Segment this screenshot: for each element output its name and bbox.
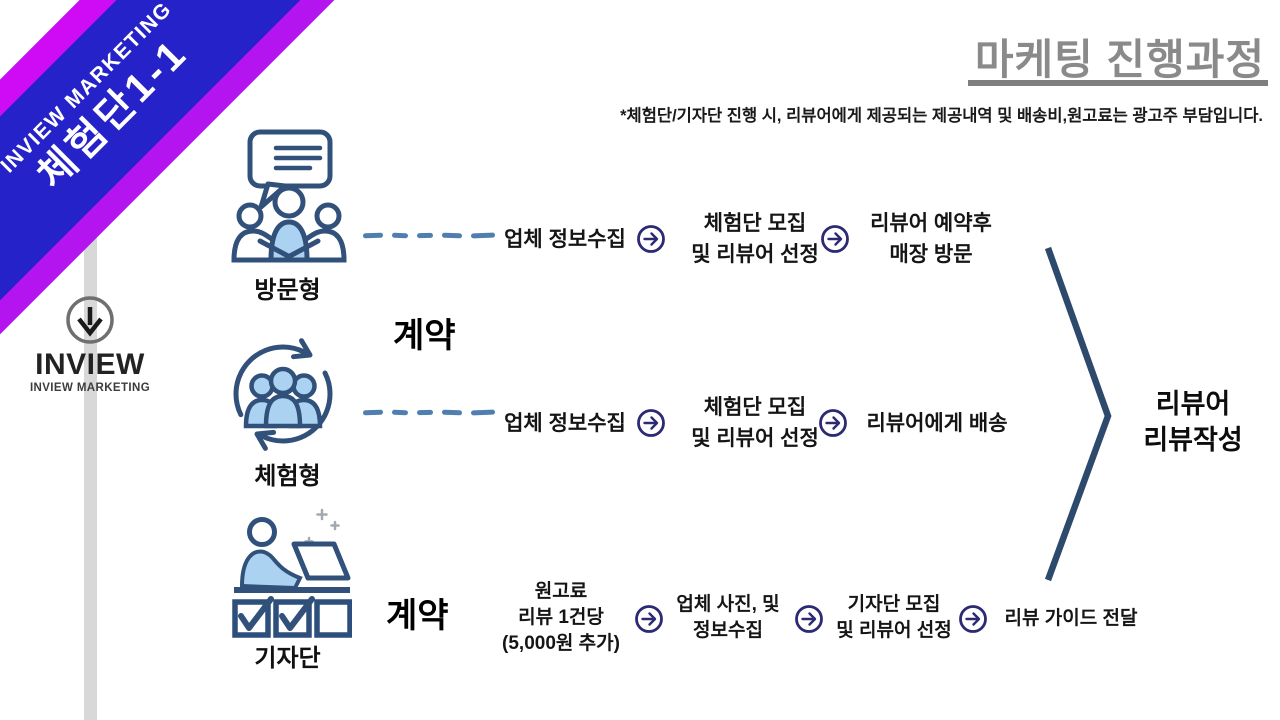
step-text: 리뷰어 예약후 매장 방문 [870, 212, 992, 266]
step-text: 업체 정보수집 [504, 412, 626, 435]
people-cycle-icon [224, 334, 342, 458]
logo-subtitle: INVIEW MARKETING [29, 382, 151, 394]
chevron-right-bracket [1040, 240, 1120, 588]
step-text: 리뷰어에게 배송 [866, 412, 1008, 435]
arrow-right-circle-icon [636, 408, 666, 438]
reporter-laptop-icon [232, 506, 352, 658]
row-label-press: 기자단 [254, 645, 321, 672]
step-text: 업체 사진, 및 정보수집 [676, 594, 780, 641]
arrow-right-circle-icon [820, 224, 850, 254]
step-text: 원고료 리뷰 1건당 (5,000원 추가) [502, 581, 620, 654]
connector-dashes-row1 [362, 232, 504, 239]
down-arrow-circle-icon [64, 294, 116, 346]
contract-label: 계약 [386, 597, 449, 635]
people-meeting-icon [228, 128, 350, 278]
row-label-visit: 방문형 [254, 277, 321, 304]
arrow-right-circle-icon [634, 604, 664, 634]
title-underline [968, 80, 1268, 86]
arrow-right-circle-icon [636, 224, 666, 254]
result-text: 리뷰어 리뷰작성 [1143, 389, 1243, 455]
page-title: 마케팅 진행과정 [974, 36, 1265, 83]
step-text: 체험단 모집 및 리뷰어 선정 [691, 396, 819, 450]
arrow-right-circle-icon [818, 408, 848, 438]
contract-label: 계약 [393, 317, 456, 355]
step-text: 업체 정보수집 [504, 228, 626, 251]
disclaimer-note: *체험단/기자단 진행 시, 리뷰어에게 제공되는 제공내역 및 배송비,원고료… [620, 107, 1263, 125]
step-text: 리뷰 가이드 전달 [1004, 608, 1138, 629]
connector-dashes-row2 [362, 409, 504, 416]
logo-text: INVIEW [35, 348, 145, 381]
step-text: 기자단 모집 및 리뷰어 선정 [836, 594, 952, 641]
row-label-experience: 체험형 [254, 463, 321, 490]
step-text: 체험단 모집 및 리뷰어 선정 [691, 212, 819, 266]
arrow-right-circle-icon [794, 604, 824, 634]
arrow-right-circle-icon [958, 604, 988, 634]
